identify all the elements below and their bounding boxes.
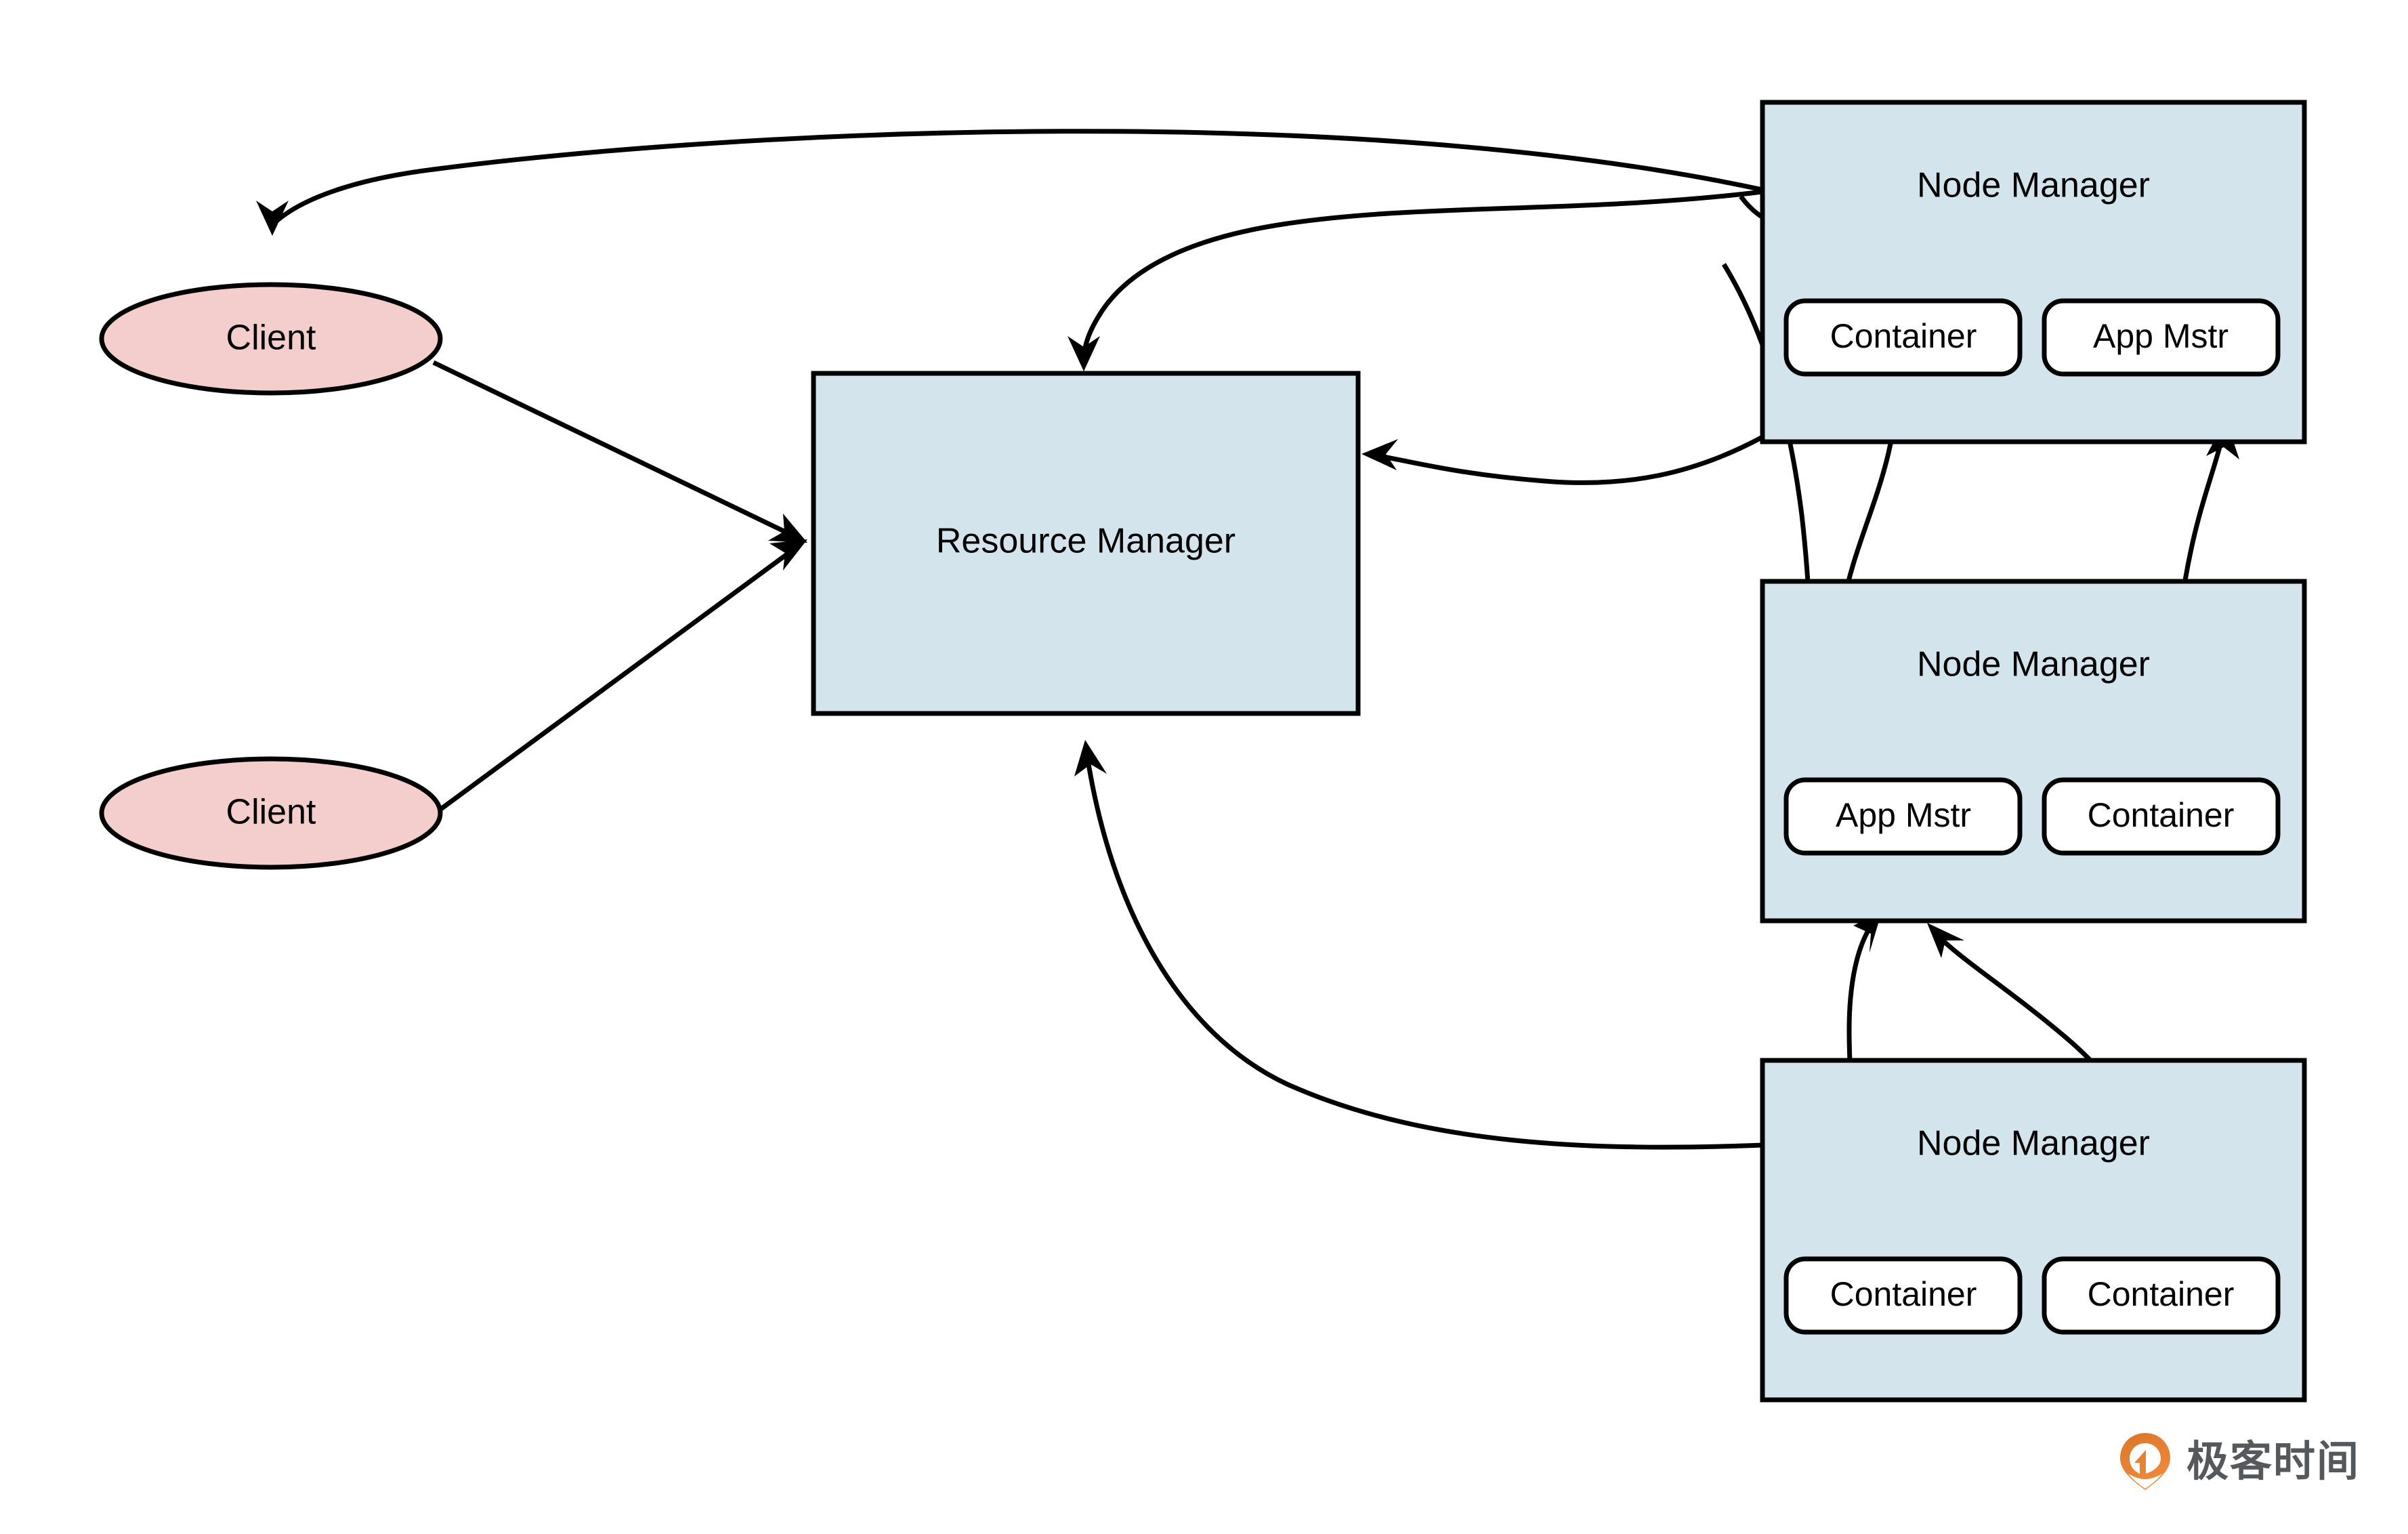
geektime-pin-icon bbox=[2119, 1432, 2172, 1491]
nm1-appmstr-label: App Mstr bbox=[2093, 317, 2229, 355]
nm3-container-left[interactable]: Container bbox=[1783, 1256, 2023, 1335]
nm3-container-right[interactable]: Container bbox=[2042, 1256, 2281, 1335]
node-manager-3-shape[interactable] bbox=[1760, 1058, 2307, 1403]
nm1-container[interactable]: Container bbox=[1783, 298, 2023, 377]
node-manager-1-label: Node Manager bbox=[1917, 166, 2150, 205]
edge-client2-to-rm bbox=[431, 539, 807, 816]
nm1-container-shape[interactable] bbox=[1783, 298, 2023, 377]
node-manager-3[interactable]: Node Manager Container Container bbox=[1760, 1058, 2307, 1403]
nm3-container-left-label: Container bbox=[1830, 1275, 1977, 1313]
node-manager-3-label: Node Manager bbox=[1917, 1124, 2150, 1163]
nm2-container[interactable]: Container bbox=[2042, 777, 2281, 856]
node-manager-1[interactable]: Node Manager Container App Mstr bbox=[1760, 100, 2307, 444]
nm2-appmstr[interactable]: App Mstr bbox=[1783, 777, 2023, 856]
edge-nm1-to-rm bbox=[1068, 189, 1763, 371]
nm2-appmstr-label: App Mstr bbox=[1836, 796, 1971, 834]
client-1-label: Client bbox=[226, 318, 316, 358]
nm1-container-label: Container bbox=[1830, 317, 1977, 355]
edge-nm1-to-client1 bbox=[256, 129, 1763, 236]
node-manager-2[interactable]: Node Manager App Mstr Container bbox=[1760, 579, 2307, 924]
nm3-container-left-shape[interactable] bbox=[1783, 1256, 2023, 1335]
client-2[interactable]: Client bbox=[99, 756, 443, 870]
nm1-appmstr[interactable]: App Mstr bbox=[2042, 298, 2281, 377]
watermark-text: 极客时间 bbox=[2187, 1436, 2361, 1486]
nm1-appmstr-shape[interactable] bbox=[2042, 298, 2281, 377]
nm2-container-label: Container bbox=[2088, 796, 2235, 834]
edge-nm2-to-rm bbox=[1361, 434, 1764, 485]
nm2-container-shape[interactable] bbox=[2042, 777, 2281, 856]
client-1-shape[interactable] bbox=[99, 282, 443, 396]
edge-client1-to-rm bbox=[432, 360, 807, 543]
client-1[interactable]: Client bbox=[99, 282, 443, 396]
node-manager-2-shape[interactable] bbox=[1760, 579, 2307, 924]
edge-nm3-to-rm bbox=[1074, 740, 1763, 1150]
node-manager-2-label: Node Manager bbox=[1917, 645, 2150, 684]
resource-manager-shape[interactable] bbox=[811, 371, 1361, 716]
resource-manager-label: Resource Manager bbox=[936, 522, 1235, 561]
node-manager-1-shape[interactable] bbox=[1760, 100, 2307, 444]
client-2-label: Client bbox=[226, 793, 316, 832]
nm3-container-right-shape[interactable] bbox=[2042, 1256, 2281, 1335]
nm2-appmstr-shape[interactable] bbox=[1783, 777, 2023, 856]
resource-manager[interactable]: Resource Manager bbox=[811, 371, 1361, 716]
nm3-container-right-label: Container bbox=[2088, 1275, 2235, 1313]
client-2-shape[interactable] bbox=[99, 756, 443, 870]
watermark: 极客时间 bbox=[2119, 1432, 2360, 1491]
